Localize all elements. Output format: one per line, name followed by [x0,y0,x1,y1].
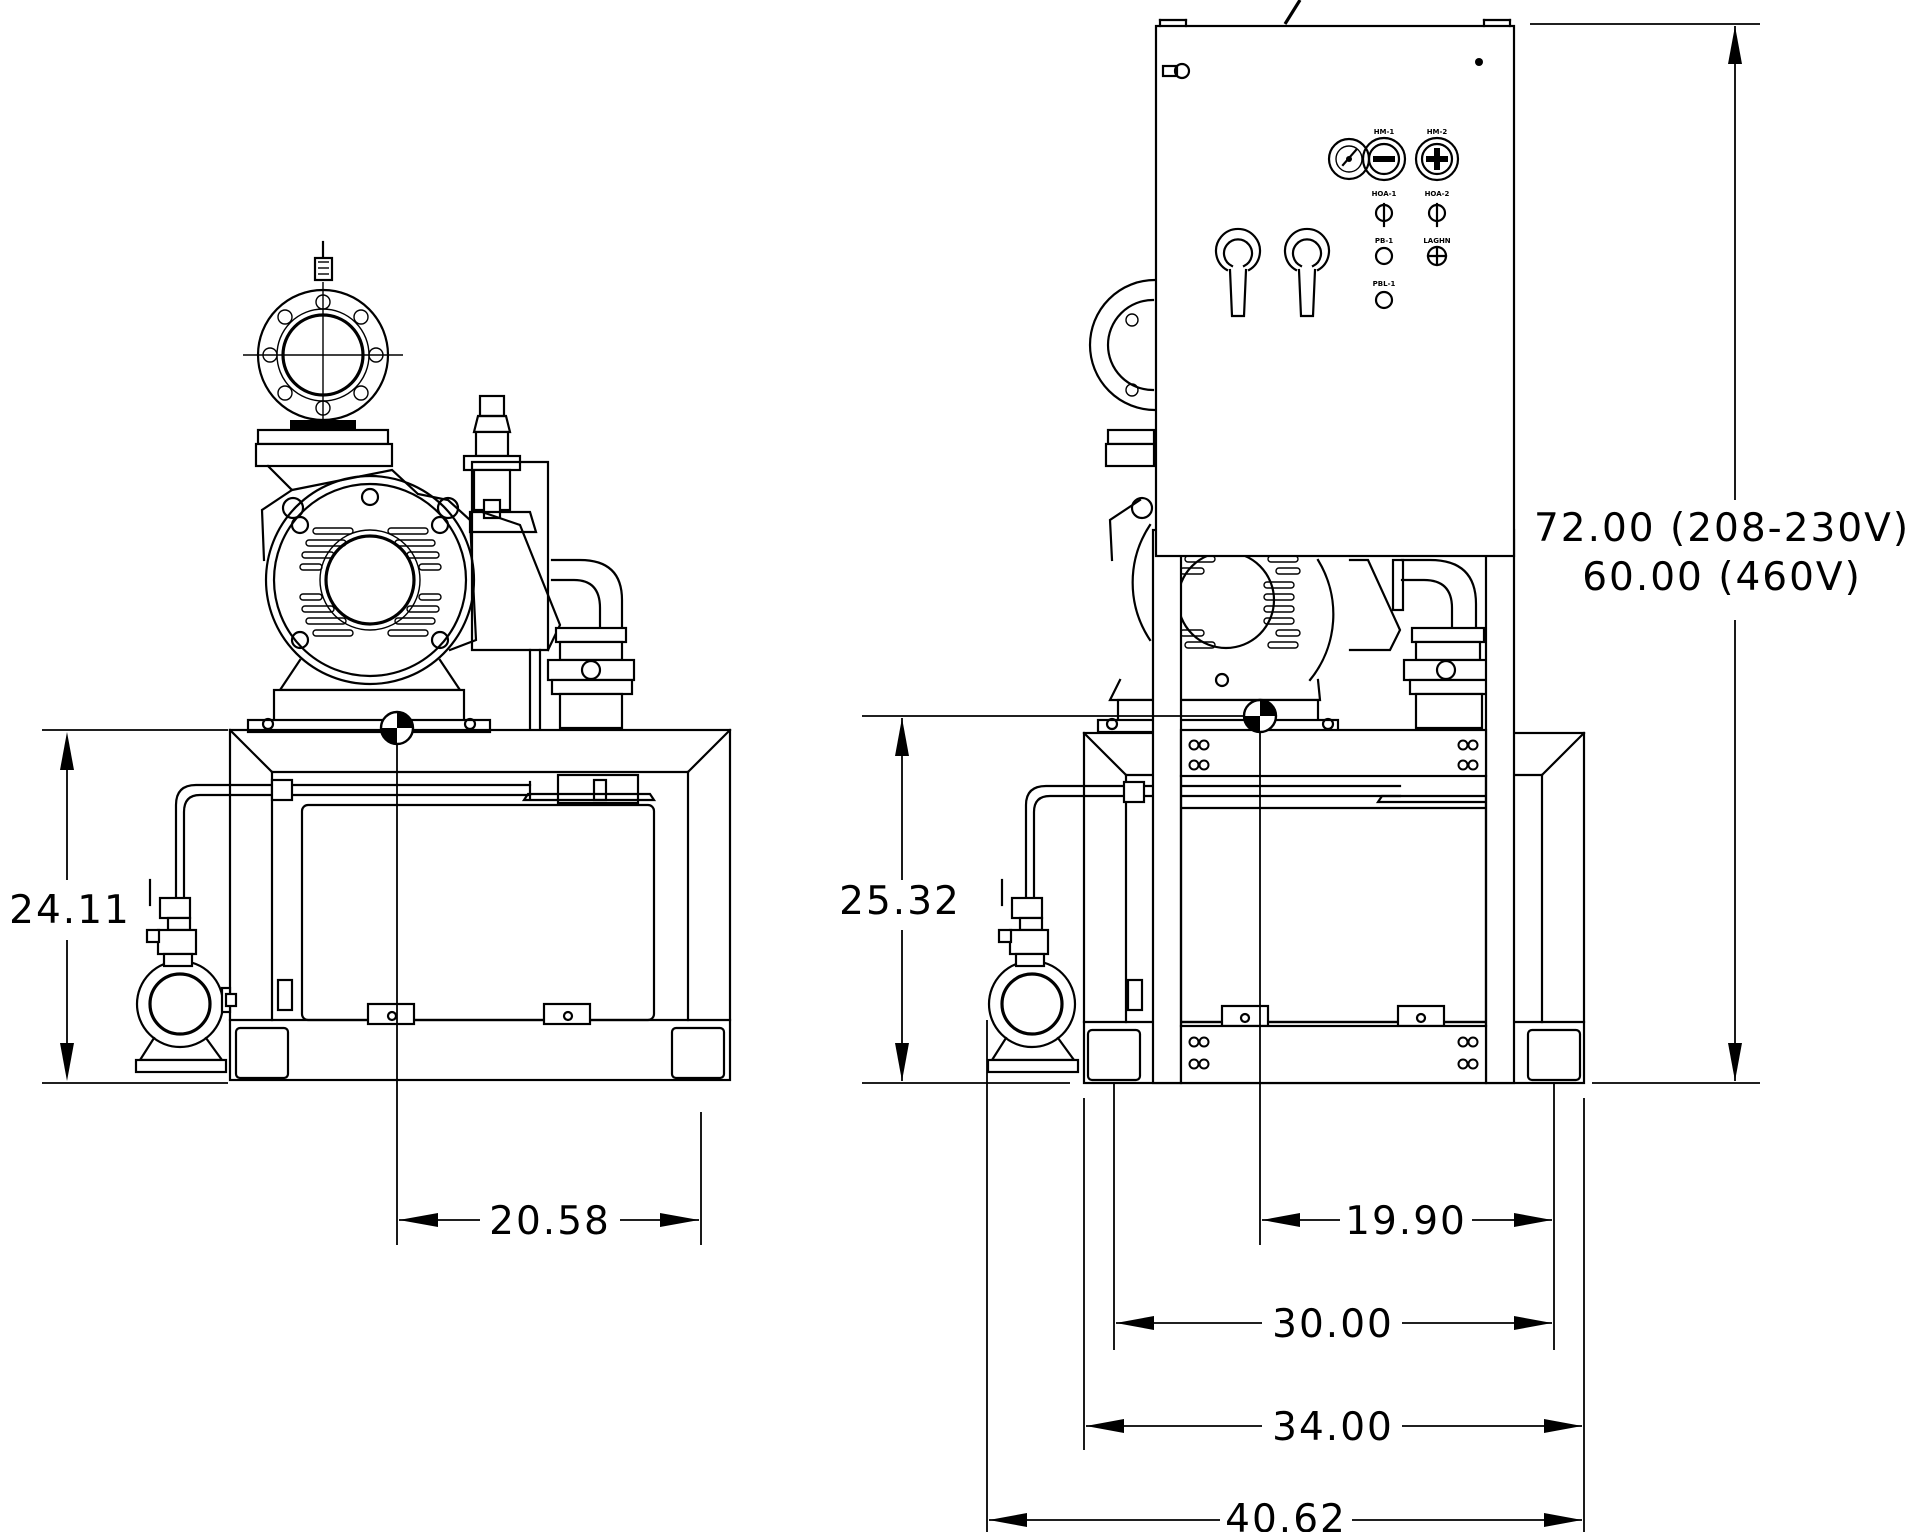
hm2-label: HM-2 [1427,128,1448,136]
pbl1-label: PBL-1 [1373,280,1396,288]
laghn-label: LAGHN [1423,237,1450,245]
dim-overall-height-line2: 60.00 (460V) [1582,555,1862,600]
dim-left-width: 20.58 [489,1199,611,1244]
right-side-view: HM-1 HM-2 HOA-1 HOA-2 [986,0,1586,1245]
discharge-flange [243,240,403,468]
push-button-icon [1374,290,1394,310]
dim-right-width-inner: 30.00 [1272,1302,1394,1347]
dim-overall-height-line1: 72.00 (208-230V) [1534,506,1910,551]
dim-right-width-cg: 19.90 [1345,1199,1467,1244]
door-latch-icon [1161,62,1191,80]
dim-right-height: 25.32 [839,879,961,924]
hoa1-label: HOA-1 [1372,190,1397,198]
left-side-view [134,240,732,1245]
hour-meter-icon [1414,136,1460,182]
pump-bracket [470,460,562,730]
selector-switch-icon [1374,202,1394,228]
dim-right-width-overall: 40.62 [1225,1497,1347,1532]
pb1-label: PB-1 [1375,237,1393,245]
indicator-light-icon [1426,245,1448,267]
disconnect-handle-icon [1214,227,1262,318]
control-panel: HM-1 HM-2 HOA-1 HOA-2 [1154,0,1516,558]
center-of-gravity-icon [1242,698,1278,734]
right-side-pipe [1024,780,1402,902]
jockey-pump [134,878,238,1074]
selector-switch-icon [1427,202,1447,228]
push-button-icon [1374,246,1394,266]
disconnect-handle-icon [1283,227,1331,318]
center-of-gravity-icon [379,710,415,746]
left-tank [276,773,657,1026]
hm1-label: HM-1 [1374,128,1395,136]
hour-meter-icon [1361,136,1407,182]
dim-left-height: 24.11 [9,888,131,933]
side-pipe [174,778,532,902]
hoa2-label: HOA-2 [1425,190,1450,198]
right-jockey-pump [986,878,1080,1074]
relief-valve [462,394,538,534]
dim-right-width-frame: 34.00 [1272,1405,1394,1450]
right-tank [1126,794,1510,1028]
dimension-lines [42,23,1760,1532]
discharge-elbow [546,558,636,730]
